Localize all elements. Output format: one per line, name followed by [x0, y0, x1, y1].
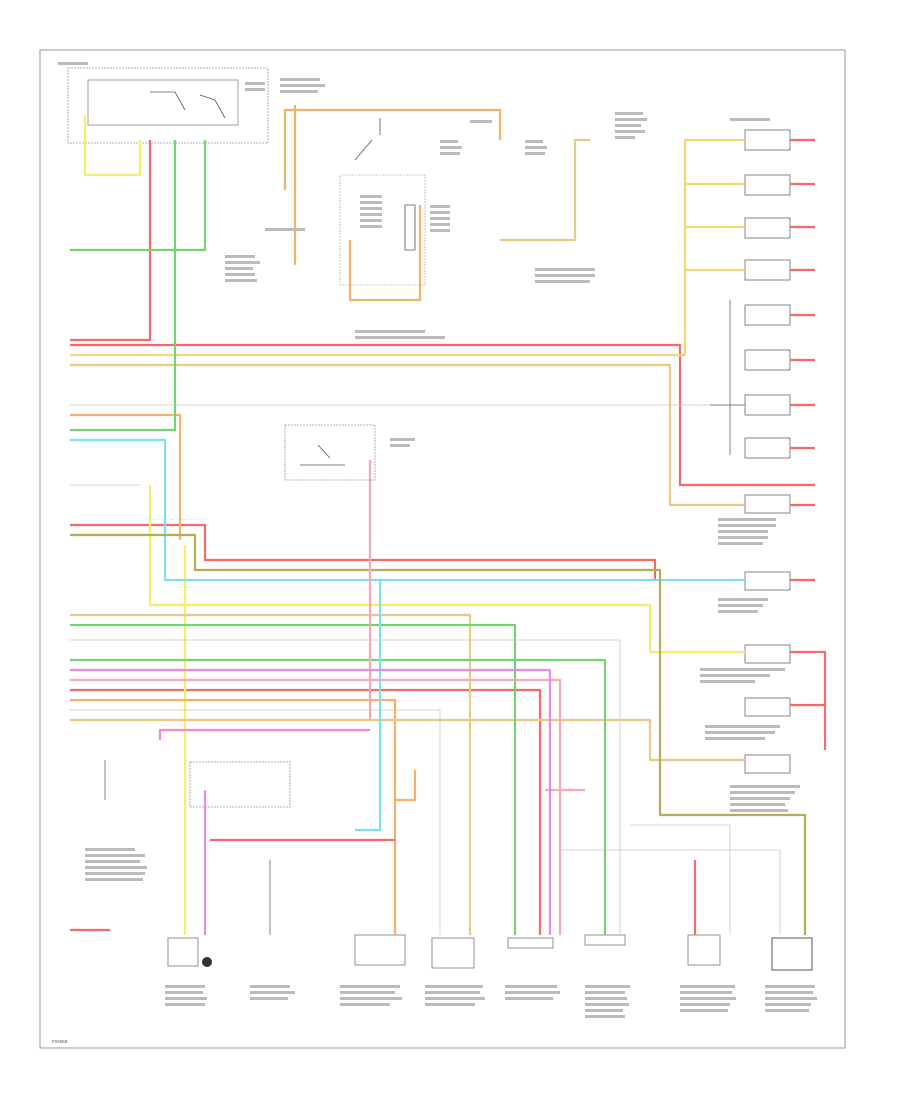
wire-yellow-injector-feed — [70, 138, 745, 357]
injector-3 — [744, 217, 791, 239]
figure-id: F02568 — [52, 1039, 68, 1044]
bottom-connectors — [167, 934, 813, 971]
wire-orange-relay — [348, 205, 422, 302]
diagram-border — [39, 49, 846, 1049]
injector-8 — [744, 437, 791, 459]
top-left-control-box — [67, 67, 269, 144]
wire-dark-thin — [104, 300, 745, 935]
injector-7 — [744, 394, 791, 416]
wire-green-left — [70, 140, 177, 432]
injector-4 — [744, 259, 791, 281]
wire-red-bottom — [70, 838, 697, 935]
wire-gray-bus — [70, 404, 781, 935]
wire-cyan — [70, 438, 745, 832]
injector-6 — [744, 349, 791, 371]
fuel-pump-relay — [339, 118, 426, 286]
wire-magenta — [70, 668, 552, 935]
injector-1 — [744, 129, 791, 151]
wire-tan-low — [70, 613, 745, 935]
bottom-left-module — [189, 761, 291, 808]
wire-orange-top — [283, 105, 502, 265]
wire-yellow-top — [83, 115, 142, 177]
wire-red-injectors — [790, 138, 815, 507]
wire-red-main — [70, 140, 790, 487]
wire-olive — [70, 533, 807, 935]
label-marks — [58, 62, 817, 1018]
relay-module-center — [284, 424, 376, 481]
wire-green-lower — [70, 623, 607, 935]
wire-red-right-bus — [790, 578, 827, 750]
injector-column — [744, 129, 791, 459]
wire-pink-vertical — [70, 460, 585, 935]
injector-2 — [744, 174, 791, 196]
wire-orange-left — [70, 413, 417, 935]
wire-yellow-left-drop — [148, 485, 745, 935]
wire-tan-bus — [70, 138, 745, 507]
injector-5 — [744, 304, 791, 326]
wire-green-top — [70, 140, 207, 252]
wire-red-lower — [70, 523, 657, 935]
